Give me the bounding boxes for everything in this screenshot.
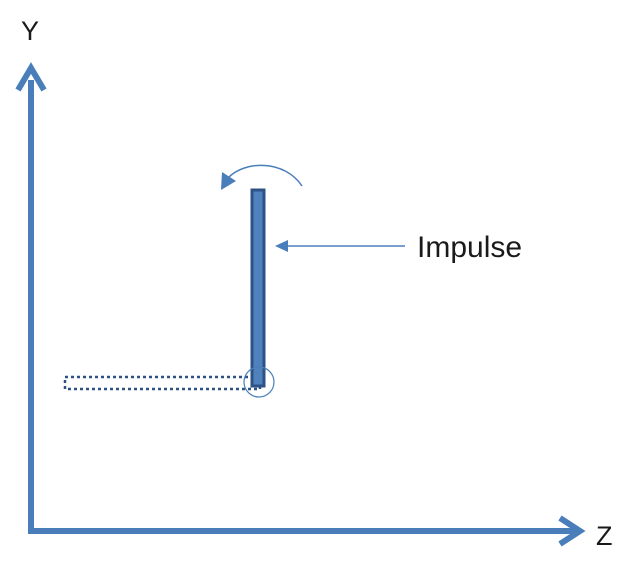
y-axis-label: Y [21, 16, 39, 46]
y-axis-arrowhead [15, 62, 47, 92]
y-axis [15, 62, 47, 534]
curved-arrow-icon [221, 164, 303, 190]
pivot-circle-icon [243, 366, 275, 398]
impulse-arrow [275, 240, 405, 252]
vertical-rod [250, 188, 266, 388]
z-axis-arrowhead [558, 515, 586, 547]
impulse-label: Impulse [417, 231, 522, 264]
z-axis [28, 515, 586, 547]
initial-rod-outline [63, 375, 262, 391]
z-axis-label: Z [596, 521, 613, 551]
